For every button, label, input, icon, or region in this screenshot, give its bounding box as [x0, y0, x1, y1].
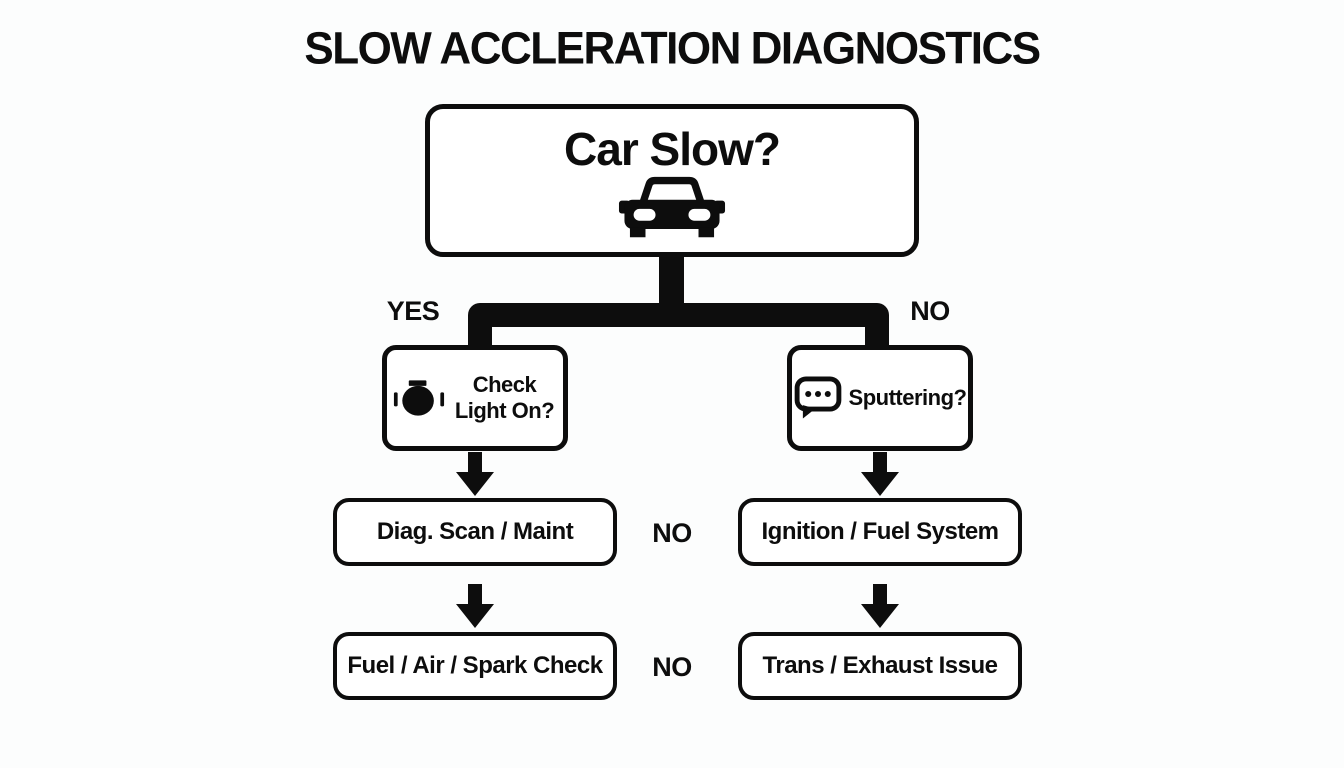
- node-check-light-on-label: Check Light On?: [454, 372, 555, 423]
- node-sputtering: Sputtering?: [787, 345, 973, 451]
- down-arrow-left-2: [456, 584, 494, 628]
- speech-bubble-icon: [794, 376, 841, 419]
- node-sputtering-label: Sputtering?: [848, 385, 967, 411]
- page-title: SLOW ACCLERATION DIAGNOSTICS: [304, 23, 1041, 74]
- middle-label-no-1: NO: [652, 518, 692, 548]
- connector-branch-stub-right: [865, 324, 889, 346]
- down-arrow-left-1: [456, 452, 494, 496]
- node-diag-scan-maint: Diag. Scan / Maint: [333, 498, 617, 566]
- node-car-slow: Car Slow?: [425, 104, 919, 257]
- node-check-light-on: Check Light On?: [382, 345, 568, 451]
- connector-branch-bar: [468, 303, 889, 327]
- engine-icon: [393, 380, 445, 416]
- connector-branch-stub-left: [468, 324, 492, 346]
- node-car-slow-label: Car Slow?: [564, 123, 781, 176]
- branch-label-yes: YES: [386, 296, 440, 326]
- car-icon: [618, 176, 726, 237]
- node-trans-exhaust-issue: Trans / Exhaust Issue: [738, 632, 1022, 700]
- connector-root-stem: [659, 256, 684, 304]
- node-fuel-air-spark-check: Fuel / Air / Spark Check: [333, 632, 617, 700]
- down-arrow-right-2: [861, 584, 899, 628]
- middle-label-no-2: NO: [652, 652, 692, 682]
- down-arrow-right-1: [861, 452, 899, 496]
- branch-label-no: NO: [910, 296, 950, 326]
- node-ignition-fuel-system: Ignition / Fuel System: [738, 498, 1022, 566]
